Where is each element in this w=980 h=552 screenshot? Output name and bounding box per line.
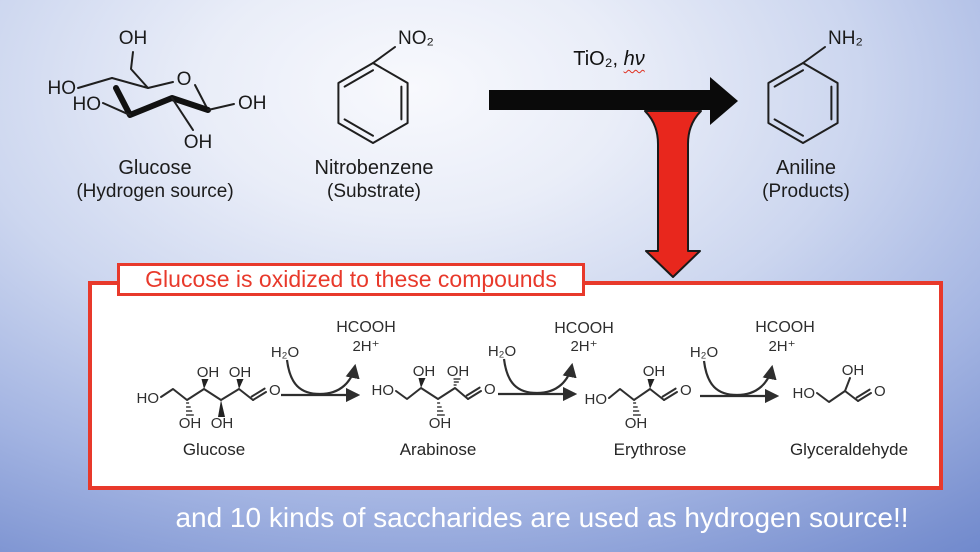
hash-bond: [186, 402, 194, 416]
reaction-arrow-shaft: [489, 90, 711, 110]
catalyst-text: TiO₂,: [573, 48, 624, 70]
atom-no2: NO₂: [398, 28, 434, 49]
glucose-caption: Glucose (Hydrogen source): [55, 156, 255, 204]
benzene-ring: [337, 46, 409, 144]
atom-o: O: [269, 382, 281, 399]
atom-oh-bottom: OH: [184, 132, 213, 153]
atom-ring-o: O: [177, 69, 192, 90]
glucose-name: Glucose: [118, 157, 192, 179]
oxidation-branch-arrow: [644, 110, 702, 278]
compound-erythrose: HO OH OH O Erythrose: [585, 363, 692, 459]
product-hcooh: HCOOH: [336, 319, 396, 336]
footer-note: and 10 kinds of saccharides are used as …: [175, 502, 909, 533]
reagent-h2o: H₂O: [488, 343, 516, 360]
glucose-pyranose-structure: OH HO HO O OH OH: [48, 28, 267, 153]
atom-o: O: [484, 381, 496, 398]
atom-oh: OH: [179, 415, 202, 432]
compound-glyceraldehyde: HO OH O Glyceraldehyde: [790, 362, 908, 459]
compound-name: Erythrose: [614, 440, 687, 459]
reagent-h2o: H₂O: [271, 344, 299, 361]
atom-oh: OH: [211, 415, 234, 432]
atom-ho: HO: [137, 390, 160, 407]
glucose-ring-bonds: [77, 51, 235, 131]
atom-ho-upper: HO: [48, 78, 77, 99]
atom-nh2: NH₂: [828, 28, 863, 49]
oxidation-scheme: HO OH OH OH OH O Glucose H₂O HCOOH 2H⁺: [137, 319, 909, 459]
reaction-arrow: [489, 77, 738, 125]
atom-oh: OH: [413, 363, 436, 380]
atom-oh: OH: [229, 364, 252, 381]
nitrobenzene-caption: Nitrobenzene (Substrate): [274, 156, 474, 204]
atom-ho: HO: [793, 385, 816, 402]
glucose-role: (Hydrogen source): [76, 181, 234, 202]
nitrobenzene-name: Nitrobenzene: [314, 157, 434, 179]
atom-ho-lower: HO: [73, 94, 102, 115]
atom-ho: HO: [585, 391, 608, 408]
product-hcooh: HCOOH: [755, 319, 815, 336]
atom-oh: OH: [625, 415, 648, 432]
compound-arabinose: HO OH OH OH O Arabinose: [372, 363, 496, 459]
product-protons: 2H⁺: [352, 338, 379, 355]
compound-name: Arabinose: [400, 440, 477, 459]
atom-oh: OH: [842, 362, 865, 379]
compound-name: Glyceraldehyde: [790, 440, 908, 459]
hash-bond: [633, 402, 641, 416]
product-protons: 2H⁺: [570, 338, 597, 355]
atom-o: O: [874, 383, 886, 400]
oxidation-step-1: H₂O HCOOH 2H⁺: [271, 319, 396, 403]
reaction-arrow-head: [710, 77, 738, 125]
aniline-name: Aniline: [775, 157, 837, 179]
oxidation-box-title: Glucose is oxidized to these compounds: [117, 263, 585, 296]
oxidation-step-2: H₂O HCOOH 2H⁺: [488, 320, 614, 402]
atom-oh-right: OH: [238, 93, 267, 114]
atom-oh: OH: [429, 415, 452, 432]
aniline-structure: NH₂: [767, 28, 863, 144]
nitrobenzene-structure: NO₂: [337, 28, 434, 144]
branch-arrow-shape: [644, 110, 702, 278]
hash-bond: [453, 378, 461, 386]
light-symbol: hν: [623, 48, 645, 70]
atom-o: O: [680, 382, 692, 399]
atom-oh-top: OH: [119, 28, 148, 49]
atom-oh: OH: [643, 363, 666, 380]
reagent-h2o: H₂O: [690, 344, 718, 361]
product-hcooh: HCOOH: [554, 320, 614, 337]
nitrobenzene-role: (Substrate): [327, 181, 421, 202]
benzene-ring: [767, 46, 839, 144]
atom-oh: OH: [447, 363, 470, 380]
oxidation-step-3: H₂O HCOOH 2H⁺: [690, 319, 815, 404]
aniline-role: (Products): [762, 181, 850, 202]
atom-ho: HO: [372, 382, 395, 399]
atom-oh: OH: [197, 364, 220, 381]
catalyst-label: TiO₂, hν: [539, 48, 679, 71]
compound-glucose: HO OH OH OH OH O Glucose: [137, 364, 281, 459]
aniline-caption: Aniline (Products): [706, 156, 906, 204]
product-protons: 2H⁺: [768, 338, 795, 355]
compound-name: Glucose: [183, 440, 245, 459]
hash-bond: [437, 402, 445, 416]
